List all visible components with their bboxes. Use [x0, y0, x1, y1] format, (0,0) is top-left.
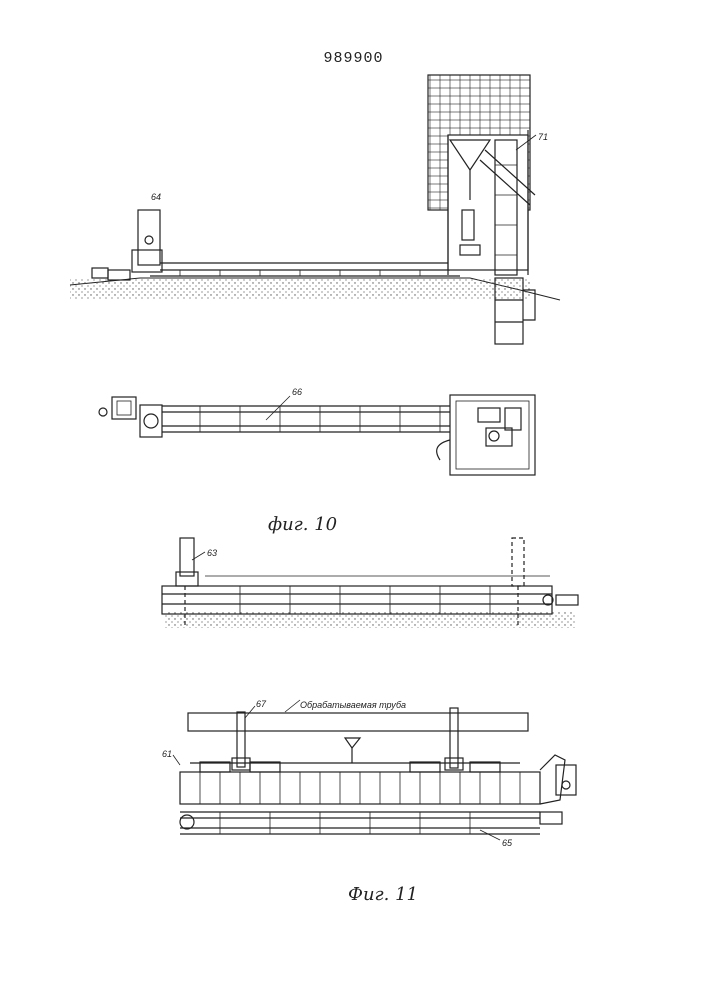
ref-label-71: 71: [538, 132, 548, 142]
ref-label-61: 61: [162, 749, 172, 759]
fig10-elevation: [70, 75, 560, 344]
fig10-caption: фиг. 10: [268, 514, 337, 535]
ref-label-65: 65: [502, 838, 513, 848]
ref-label-66: 66: [292, 387, 302, 397]
fig11-caption: Фиг. 11: [348, 884, 418, 905]
fig11-machine: [173, 700, 576, 840]
fig10-plan: [99, 395, 535, 475]
ref-label-67: 67: [256, 699, 267, 709]
fig11-elevation: [162, 538, 578, 625]
ref-label-63: 63: [207, 548, 217, 558]
workpiece-annotation: Обрабатываемая труба: [300, 700, 406, 710]
ref-label-64: 64: [151, 192, 161, 202]
